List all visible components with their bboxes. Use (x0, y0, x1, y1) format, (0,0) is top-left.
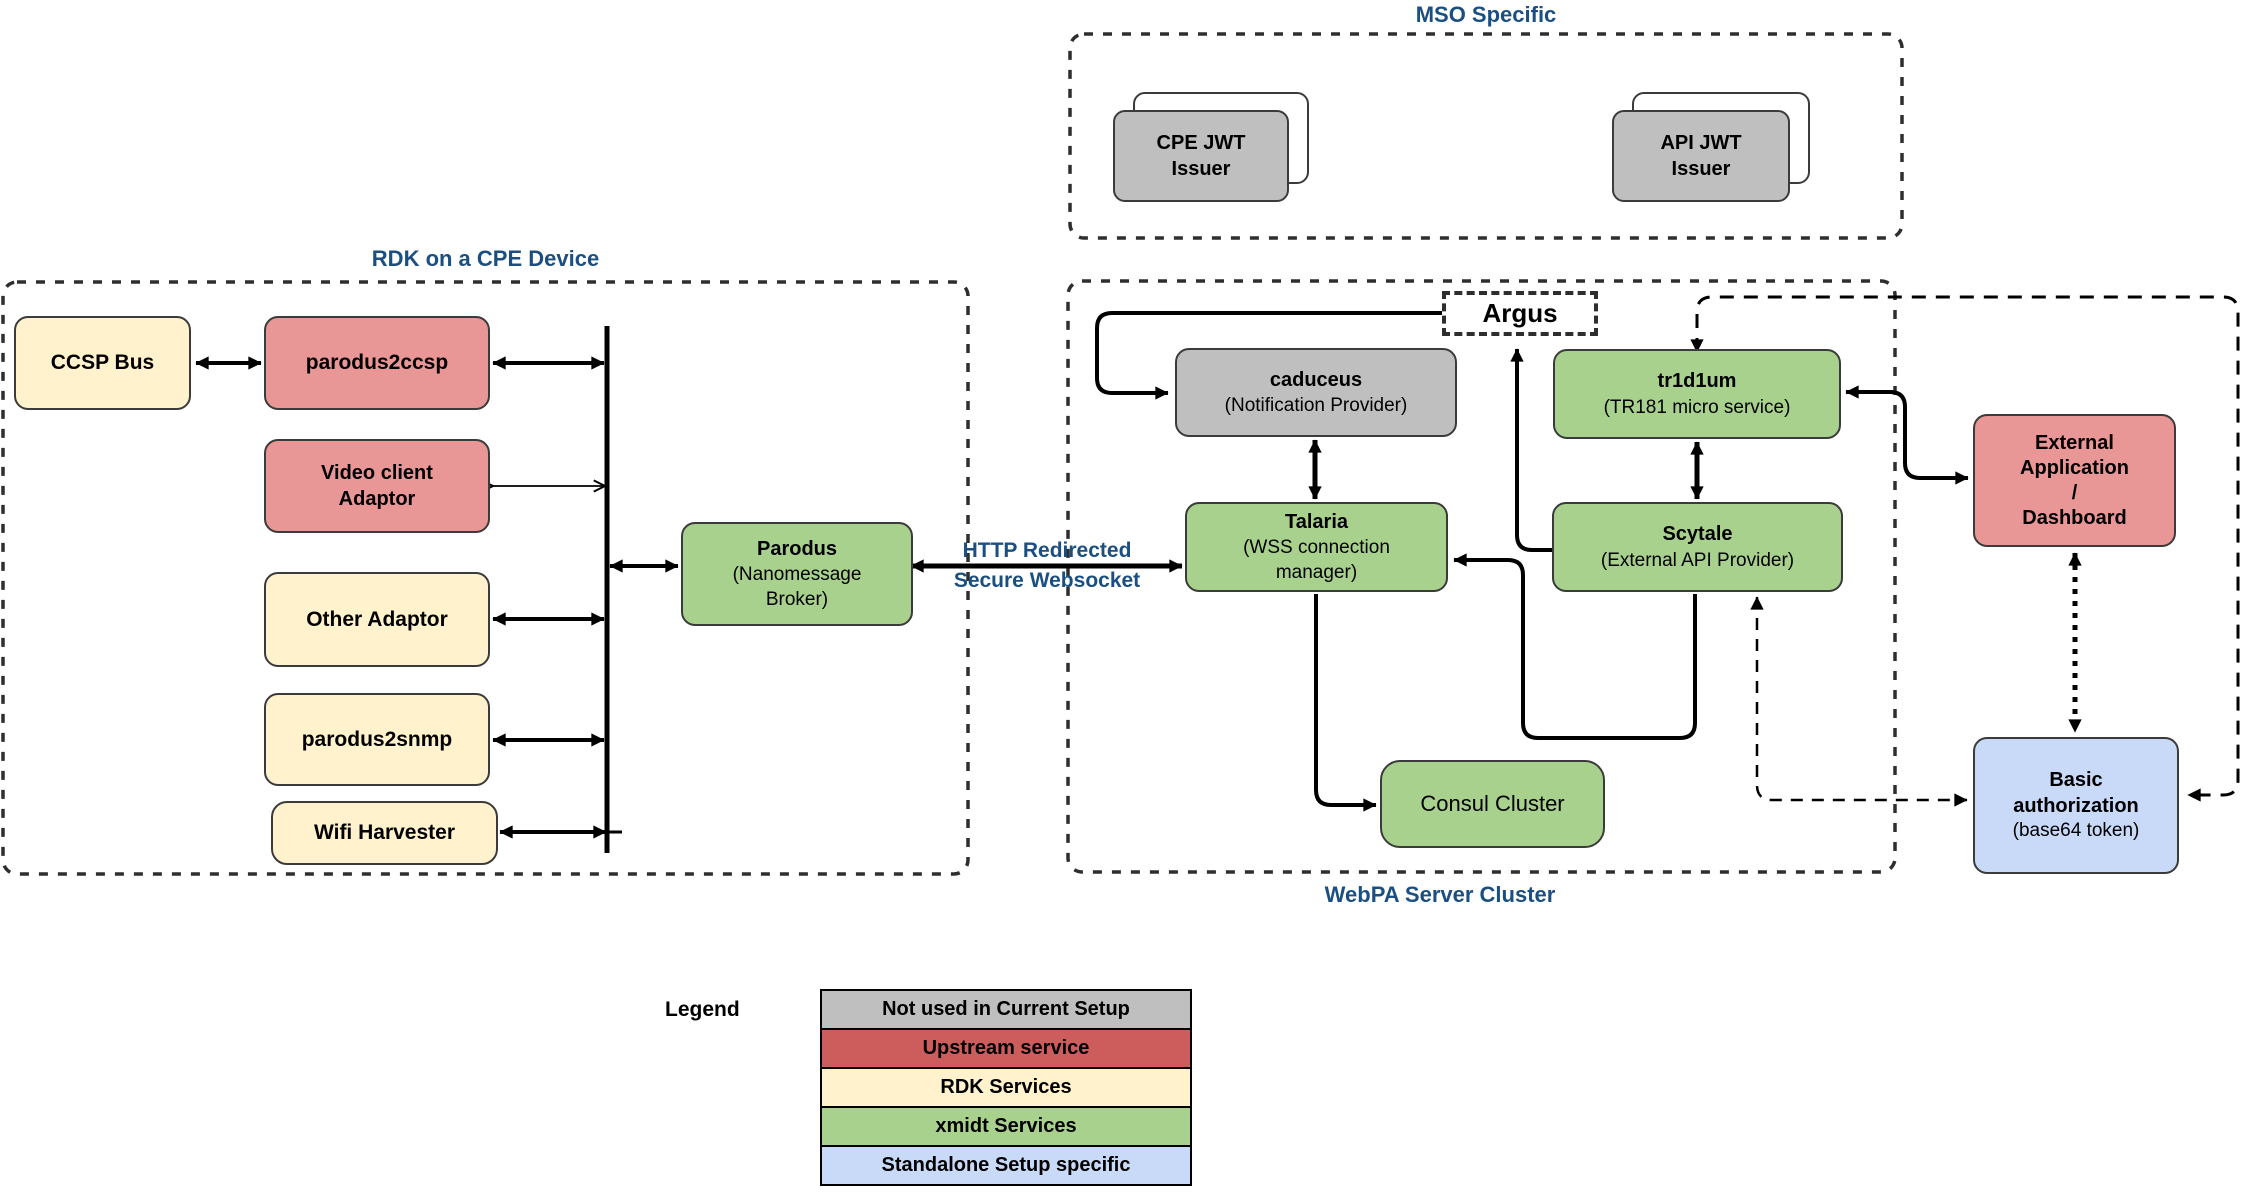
api-jwt-line1: API JWT (1660, 131, 1742, 154)
argus-label: Argus (1482, 298, 1558, 328)
video-adaptor-line2: Adaptor (338, 488, 416, 510)
websocket-edge-label: HTTP Redirected Secure Websocket (911, 536, 1183, 596)
api-jwt-line2: Issuer (1671, 158, 1731, 180)
tr1d1um-title: tr1d1um (1657, 370, 1737, 393)
talaria-subtitle: (WSS connection manager) (1243, 537, 1390, 584)
websocket-edge-label-line2: Secure Websocket (953, 569, 1141, 592)
node-basic-authorization: Basic authorization (base64 token) (1973, 737, 2179, 874)
node-talaria: Talaria (WSS connection manager) (1185, 502, 1448, 592)
edge-tr1d1um-basicauth-loop (1690, 295, 2240, 802)
node-cpe-jwt-issuer: CPE JWT Issuer (1113, 110, 1289, 202)
external-app-line1: External (2035, 431, 2114, 454)
video-adaptor-line1: Video client (321, 461, 433, 484)
basic-auth-subtitle: (base64 token) (2012, 820, 2140, 842)
caduceus-subtitle: (Notification Provider) (1224, 395, 1408, 417)
wifi-harvester-label: Wifi Harvester (313, 821, 456, 845)
legend-row-standalone: Standalone Setup specific (820, 1145, 1192, 1186)
basic-auth-line1: Basic (2049, 769, 2103, 792)
cpe-jwt-line1: CPE JWT (1156, 131, 1246, 154)
edge-scytale-basicauth (1750, 596, 1968, 807)
scytale-subtitle: (External API Provider) (1600, 549, 1795, 571)
node-consul-cluster: Consul Cluster (1380, 760, 1605, 848)
node-ccsp-bus: CCSP Bus (14, 316, 191, 410)
legend-row-xmidt: xmidt Services (820, 1106, 1192, 1147)
node-argus: Argus (1442, 291, 1598, 336)
external-app-line3: / (2071, 481, 2078, 504)
parodus2snmp-label: parodus2snmp (301, 727, 453, 751)
cpe-jwt-line2: Issuer (1171, 158, 1231, 180)
node-parodus2snmp: parodus2snmp (264, 693, 490, 786)
node-wifi-harvester: Wifi Harvester (271, 801, 498, 865)
external-app-line2: Application (2020, 456, 2129, 479)
parodus-subtitle: (Nanomessage Broker) (732, 564, 862, 611)
edge-talaria-consul (1314, 594, 1377, 812)
ccsp-bus-label: CCSP Bus (50, 351, 155, 375)
legend-title: Legend (665, 998, 740, 1021)
webpa-section-title: WebPA Server Cluster (1324, 882, 1556, 907)
legend-row-upstream: Upstream service (820, 1028, 1192, 1069)
legend-row-not-used: Not used in Current Setup (820, 989, 1192, 1030)
caduceus-title: caduceus (1269, 368, 1363, 391)
node-video-client-adaptor: Video client Adaptor (264, 439, 490, 533)
node-caduceus: caduceus (Notification Provider) (1175, 348, 1457, 437)
scytale-title: Scytale (1662, 523, 1733, 546)
node-external-application: External Application / Dashboard (1973, 414, 2176, 547)
legend-row-rdk: RDK Services (820, 1067, 1192, 1108)
node-other-adaptor: Other Adaptor (264, 572, 490, 667)
basic-auth-line2: authorization (2013, 795, 2139, 818)
rdk-container (1, 280, 970, 876)
node-parodus: Parodus (Nanomessage Broker) (681, 522, 913, 626)
node-api-jwt-issuer: API JWT Issuer (1612, 110, 1790, 202)
node-scytale: Scytale (External API Provider) (1552, 502, 1843, 592)
other-adaptor-label: Other Adaptor (306, 607, 448, 631)
websocket-edge-label-line1: HTTP Redirected (962, 539, 1132, 562)
talaria-title: Talaria (1285, 510, 1348, 533)
node-parodus2ccsp: parodus2ccsp (264, 316, 490, 410)
mso-section-title: MSO Specific (1415, 2, 1557, 27)
edge-tr1d1um-externalapp (1845, 385, 1969, 485)
parodus2ccsp-label: parodus2ccsp (305, 351, 449, 375)
parodus-title: Parodus (756, 537, 838, 560)
edge-argus-caduceus (1095, 311, 1444, 400)
mso-container (1068, 32, 1904, 240)
consul-cluster-label: Consul Cluster (1420, 791, 1565, 817)
node-tr1d1um: tr1d1um (TR181 micro service) (1553, 349, 1841, 439)
tr1d1um-subtitle: (TR181 micro service) (1603, 396, 1791, 418)
external-app-line4: Dashboard (2022, 506, 2127, 529)
edge-scytale-argus (1510, 348, 1552, 552)
legend-table: Not used in Current Setup Upstream servi… (820, 989, 1192, 1186)
rdk-section-title: RDK on a CPE Device (371, 246, 600, 271)
